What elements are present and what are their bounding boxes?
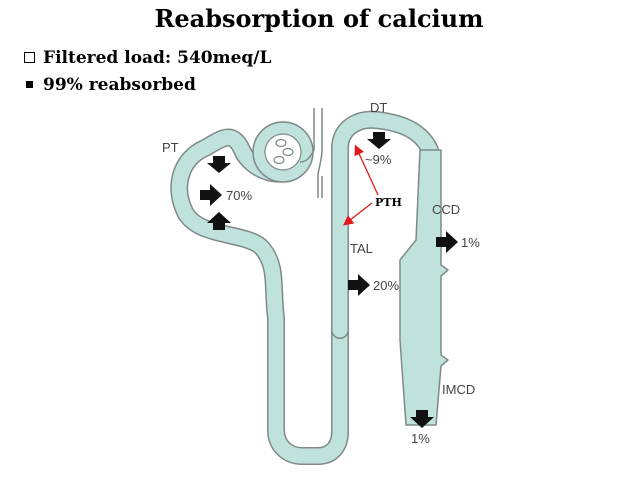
- pth-arrow-to-dt: [354, 144, 379, 196]
- pt-label: PT: [162, 140, 179, 155]
- efferent-arteriole: [317, 108, 323, 198]
- ccd-label: CCD: [432, 202, 460, 217]
- square-bullet-icon: [26, 81, 33, 88]
- dt-reabsorption-value: ~9%: [365, 152, 392, 167]
- bullet-text: Filtered load: 540meq/L: [43, 47, 272, 68]
- ccd-right-arrow-icon: [436, 231, 458, 253]
- pt-down-arrow-icon: [207, 156, 231, 173]
- tal-label: TAL: [350, 241, 373, 256]
- bullet-item: Filtered load: 540meq/L: [24, 44, 271, 71]
- excretion-down-arrow-icon: [410, 410, 434, 428]
- pth-arrow-to-tal: [342, 202, 373, 226]
- excreted-value: 1%: [411, 431, 430, 446]
- pt-right-arrow-icon: [200, 184, 222, 206]
- bullet-list: Filtered load: 540meq/L 99% reabsorbed: [24, 44, 271, 98]
- ccd-reabsorption-value: 1%: [461, 235, 480, 250]
- pth-label: PTH: [375, 196, 402, 209]
- glomerulus: [252, 121, 314, 183]
- pth-arrows: [342, 144, 379, 226]
- tal-reabsorption-value: 20%: [373, 278, 399, 293]
- reabsorption-arrows: [200, 132, 458, 428]
- collecting-duct: [399, 149, 449, 426]
- pt-reabsorption-value: 70%: [226, 188, 252, 203]
- dt-label: DT: [370, 100, 387, 115]
- bullet-text: 99% reabsorbed: [43, 74, 196, 95]
- pt-up-arrow-icon: [207, 212, 231, 230]
- bullet-item: 99% reabsorbed: [24, 71, 271, 98]
- afferent-arteriole: [299, 108, 315, 163]
- proximal-tubule: [170, 128, 349, 465]
- slide-title: Reabsorption of calcium: [154, 4, 484, 33]
- tal-right-arrow-icon: [348, 274, 370, 296]
- imcd-label: IMCD: [442, 382, 475, 397]
- dt-down-arrow-icon: [367, 132, 391, 149]
- checkbox-bullet-icon: [24, 52, 35, 63]
